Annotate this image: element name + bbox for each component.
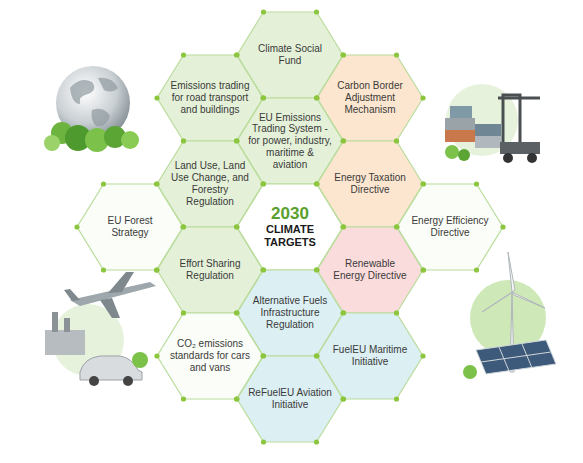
- policy-label: Energy Efficiency Directive: [408, 215, 492, 239]
- policy-label: ReFuelEU Aviation Initiative: [248, 387, 332, 411]
- policy-label: Emissions trading for road transport and…: [168, 80, 252, 115]
- transport-illustration: [45, 272, 156, 386]
- policy-label: Renewable Energy Directive: [328, 258, 412, 282]
- port-illustration: [445, 84, 540, 163]
- policy-label: Effort Sharing Regulation: [168, 258, 252, 282]
- policy-hex: EU Emissions Trading System - for power,…: [237, 98, 343, 184]
- policy-hex: EU Forest Strategy: [77, 184, 183, 270]
- policy-hex: ReFuelEU Aviation Initiative: [237, 356, 343, 442]
- center-hex: 2030CLIMATE TARGETS: [237, 184, 343, 270]
- policy-hex: Alternative Fuels Infrastructure Regulat…: [237, 270, 343, 356]
- policy-label: Alternative Fuels Infrastructure Regulat…: [248, 295, 332, 330]
- policy-label: Energy Taxation Directive: [328, 172, 412, 196]
- policy-hex: Carbon Border Adjustment Mechanism: [317, 55, 423, 141]
- policy-hex: Emissions trading for road transport and…: [157, 55, 263, 141]
- policy-hex: Land Use, Land Use Change, and Forestry …: [157, 141, 263, 227]
- policy-hex: Effort Sharing Regulation: [157, 227, 263, 313]
- policy-hex: Renewable Energy Directive: [317, 227, 423, 313]
- policy-hex: Energy Taxation Directive: [317, 141, 423, 227]
- policy-label: EU Emissions Trading System - for power,…: [248, 112, 332, 171]
- policy-hex: FuelEU Maritime Initiative: [317, 313, 423, 399]
- policy-hex: Energy Efficiency Directive: [397, 184, 503, 270]
- energy-illustration: [463, 252, 556, 379]
- globe-illustration: [44, 66, 139, 152]
- policy-label: Carbon Border Adjustment Mechanism: [328, 80, 412, 115]
- policy-label: CO₂ emissions standards for cars and van…: [168, 338, 252, 373]
- policy-hex: Climate Social Fund: [237, 12, 343, 98]
- policy-label: Climate Social Fund: [248, 43, 332, 67]
- target-heading: CLIMATE TARGETS: [252, 223, 328, 249]
- policy-label: FuelEU Maritime Initiative: [328, 344, 412, 368]
- target-year: 2030: [271, 205, 309, 224]
- policy-hex: CO₂ emissions standards for cars and van…: [157, 313, 263, 399]
- policy-label: Land Use, Land Use Change, and Forestry …: [168, 160, 252, 207]
- policy-label: EU Forest Strategy: [88, 215, 172, 239]
